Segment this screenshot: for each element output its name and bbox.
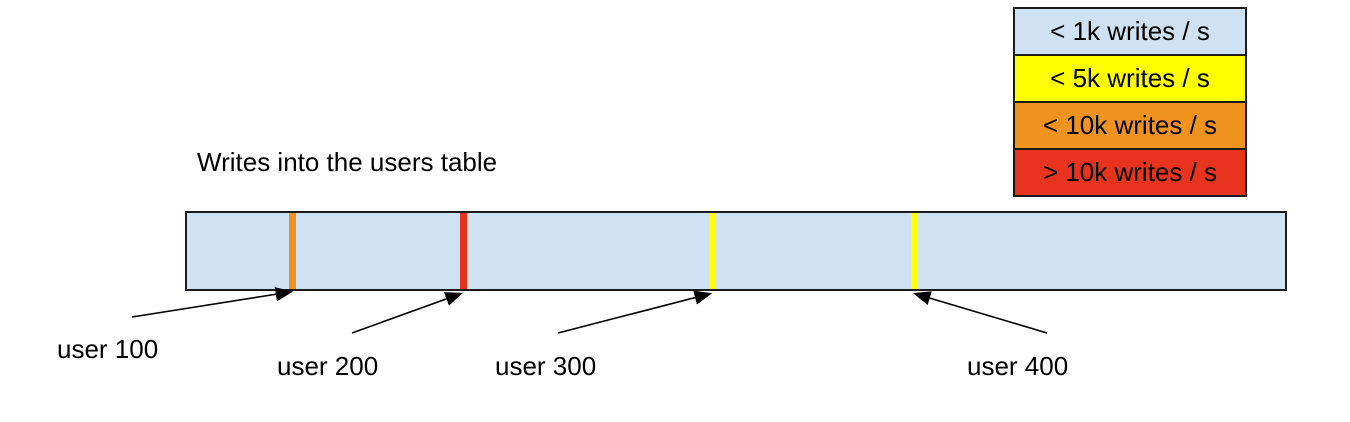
legend-item-lt-10k: < 10k writes / s [1015, 103, 1245, 150]
diagram-title: Writes into the users table [197, 147, 498, 177]
users-table-bar [185, 211, 1287, 291]
callout-label-user-400: user 400 [967, 351, 1069, 381]
stripe-user-200 [460, 213, 467, 289]
callout-label-user-200: user 200 [277, 351, 379, 381]
legend-item-lt-1k: < 1k writes / s [1015, 9, 1245, 56]
legend-item-label: < 5k writes / s [1050, 63, 1210, 93]
legend-item-lt-5k: < 5k writes / s [1015, 56, 1245, 103]
callout-label-user-100: user 100 [57, 334, 159, 364]
legend-item-label: > 10k writes / s [1042, 157, 1218, 187]
callout-label-user-300: user 300 [495, 351, 597, 381]
legend: < 1k writes / s < 5k writes / s < 10k wr… [1013, 7, 1247, 197]
arrow-user-200 [351, 292, 464, 334]
arrow-user-100 [131, 287, 294, 318]
stripe-user-100 [289, 213, 296, 289]
arrow-user-300 [557, 290, 713, 334]
legend-item-label: < 10k writes / s [1042, 110, 1218, 140]
legend-item-label: < 1k writes / s [1050, 16, 1210, 46]
stripe-user-300 [709, 213, 716, 289]
stripe-user-400 [911, 213, 918, 289]
arrow-user-400 [912, 291, 1048, 334]
legend-item-gt-10k: > 10k writes / s [1015, 150, 1245, 195]
